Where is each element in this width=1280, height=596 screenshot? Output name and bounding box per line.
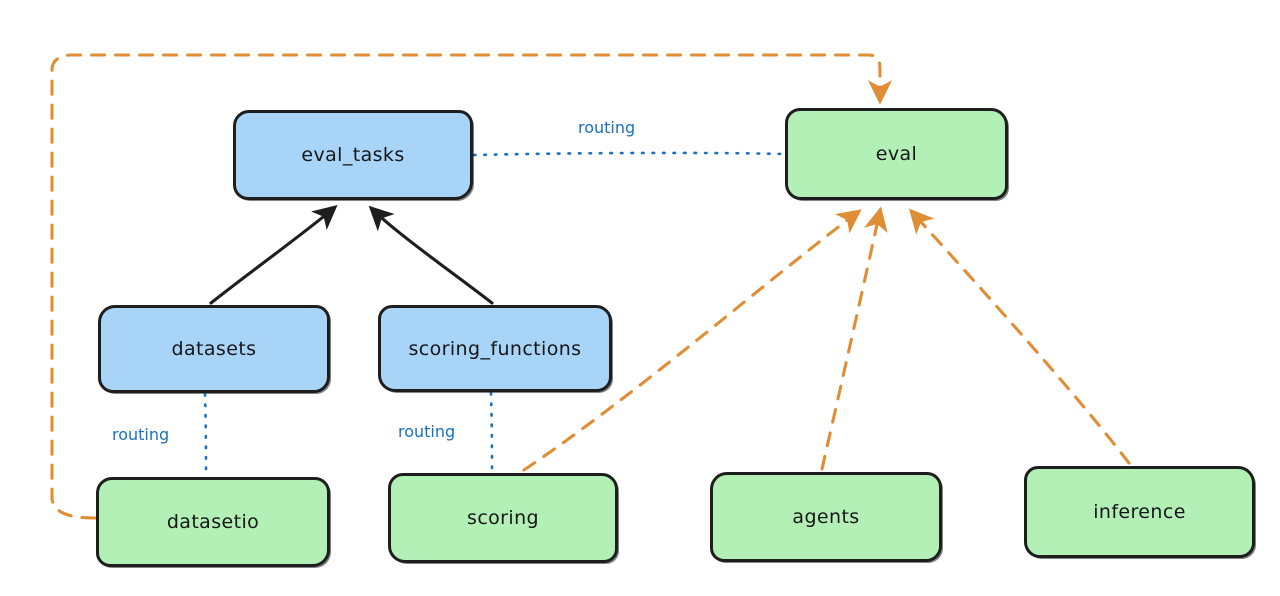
node-label: scoring bbox=[467, 507, 539, 529]
node-eval[interactable]: eval bbox=[785, 108, 1008, 200]
node-datasets[interactable]: datasets bbox=[98, 305, 330, 393]
node-inference[interactable]: inference bbox=[1024, 466, 1255, 558]
node-label: inference bbox=[1093, 501, 1186, 523]
node-label: agents bbox=[792, 506, 860, 528]
edge-inference-eval bbox=[908, 208, 1131, 465]
node-label: scoring_functions bbox=[408, 337, 582, 360]
node-label: datasets bbox=[171, 338, 257, 360]
node-agents[interactable]: agents bbox=[710, 472, 942, 562]
edge-scoring_functions-eval_tasks bbox=[368, 205, 494, 305]
edge-datasets-eval_tasks bbox=[209, 205, 338, 305]
edge-datasets-datasetio bbox=[203, 392, 208, 478]
edge-scoring_functions-scoring bbox=[489, 391, 494, 474]
node-label: eval bbox=[875, 143, 918, 165]
node-datasetio[interactable]: datasetio bbox=[96, 477, 330, 567]
node-eval_tasks[interactable]: eval_tasks bbox=[233, 110, 473, 200]
node-scoring[interactable]: scoring bbox=[388, 473, 618, 563]
edge-label-routing-scoring: routing bbox=[398, 422, 456, 441]
node-scoring_functions[interactable]: scoring_functions bbox=[378, 305, 612, 392]
edge-scoring-eval bbox=[522, 209, 862, 472]
node-label: eval_tasks bbox=[301, 144, 405, 166]
edge-label-routing-datasetio: routing bbox=[112, 425, 170, 444]
node-label: datasetio bbox=[166, 511, 260, 533]
edge-agents-eval bbox=[820, 206, 888, 471]
edge-eval_tasks-eval bbox=[472, 151, 786, 157]
edge-datasetio-eval bbox=[50, 53, 893, 520]
edge-label-routing-eval: routing bbox=[578, 118, 636, 137]
